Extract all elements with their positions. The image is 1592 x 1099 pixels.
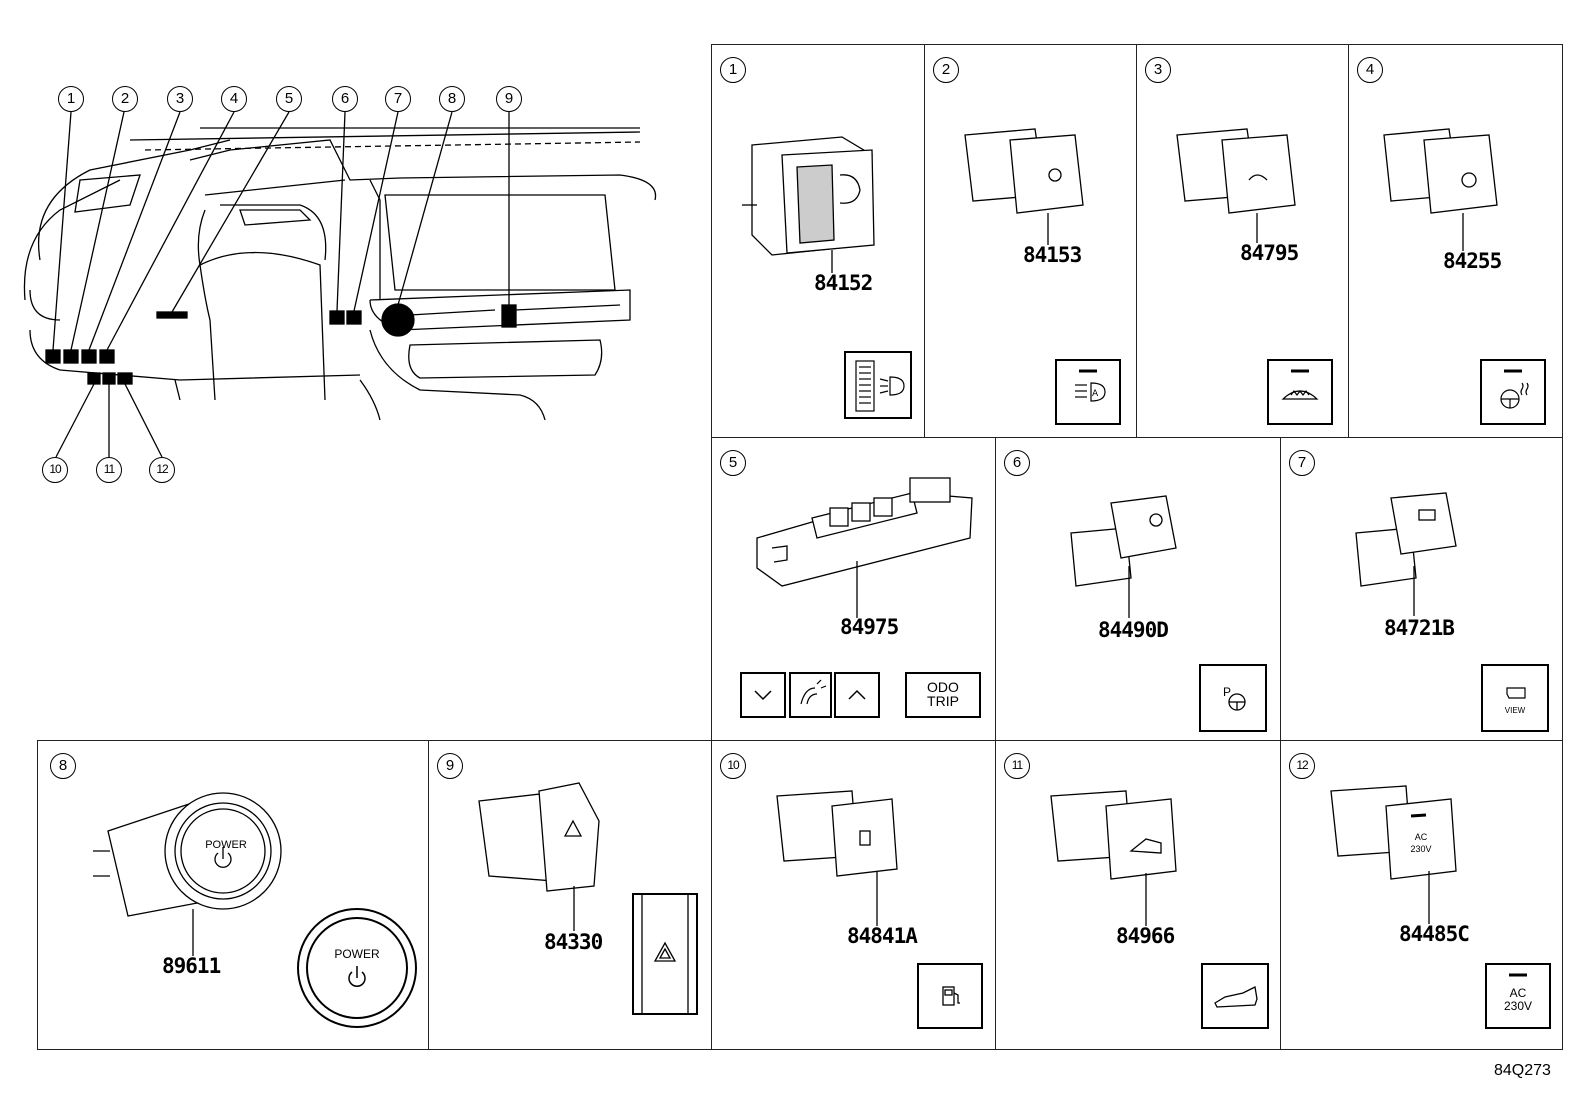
rear-hatch-switch-drawing bbox=[1050, 790, 1177, 926]
part-cell-3: 3 84795 bbox=[1136, 44, 1349, 438]
meter-down-button-icon bbox=[740, 672, 786, 718]
camera-view-switch-drawing bbox=[1355, 492, 1457, 616]
part-number: 84721B bbox=[1384, 616, 1455, 640]
part-number: 84966 bbox=[1116, 924, 1175, 948]
callout-8: 8 bbox=[439, 86, 465, 112]
fuel-door-icon bbox=[917, 963, 983, 1029]
part-number: 84795 bbox=[1240, 241, 1299, 265]
rear-hatch-icon bbox=[1201, 963, 1269, 1029]
part-cell-9: 9 84330 bbox=[428, 740, 712, 1050]
auto-high-beam-icon: A bbox=[1055, 359, 1121, 425]
callout-11: 11 bbox=[96, 457, 122, 483]
odo-label: ODO bbox=[927, 679, 959, 695]
cell-number: 2 bbox=[933, 57, 959, 83]
part-cell-8: 8 POWER 89611 POWER bbox=[37, 740, 429, 1050]
svg-text:A: A bbox=[1092, 389, 1099, 399]
cell-number: 3 bbox=[1145, 57, 1171, 83]
part-cell-10: 10 84841A bbox=[711, 740, 996, 1050]
cell-number: 8 bbox=[50, 753, 76, 779]
callout-2: 2 bbox=[112, 86, 138, 112]
parking-steering-icon: P bbox=[1199, 664, 1267, 732]
part-number: 84975 bbox=[840, 615, 899, 639]
icon-label: P bbox=[1222, 685, 1231, 699]
part-number: 84485C bbox=[1399, 922, 1470, 946]
meter-up-button-icon bbox=[834, 672, 880, 718]
part-number: 84330 bbox=[544, 930, 603, 954]
icon-label: VIEW bbox=[1504, 706, 1526, 715]
odo-trip-button: ODO TRIP bbox=[905, 672, 981, 718]
callout-10: 10 bbox=[42, 457, 68, 483]
hazard-icon bbox=[632, 893, 698, 1015]
ac-outlet-switch-drawing bbox=[1330, 785, 1457, 924]
part-cell-6: 6 84490D P bbox=[995, 437, 1281, 741]
ac-label-on-part: AC bbox=[1414, 832, 1428, 842]
diagram-code: 84Q273 bbox=[1494, 1062, 1551, 1079]
heated-steering-icon bbox=[1480, 359, 1546, 425]
meter-illumination-icon bbox=[789, 672, 832, 718]
part-cell-12: 12 AC 230V 84485C AC 230V bbox=[1280, 740, 1563, 1050]
fuel-door-switch-drawing bbox=[776, 790, 898, 926]
part-number: 84255 bbox=[1443, 249, 1502, 273]
power-label-on-part: POWER bbox=[205, 839, 247, 851]
callout-4: 4 bbox=[221, 86, 247, 112]
part-number: 84153 bbox=[1023, 243, 1082, 267]
callout-1: 1 bbox=[58, 86, 84, 112]
auto-high-beam-switch-drawing bbox=[964, 128, 1084, 245]
callout-6: 6 bbox=[332, 86, 358, 112]
cell-number: 6 bbox=[1004, 450, 1030, 476]
windshield-deicer-icon bbox=[1267, 359, 1333, 425]
cell-number: 12 bbox=[1289, 753, 1315, 779]
dashboard-overview: 1 2 3 4 5 6 7 8 9 10 11 12 bbox=[0, 0, 700, 500]
meter-control-switch-drawing bbox=[756, 477, 973, 618]
part-number: 84490D bbox=[1098, 618, 1169, 642]
callout-5: 5 bbox=[276, 86, 302, 112]
callout-7: 7 bbox=[385, 86, 411, 112]
callout-3: 3 bbox=[167, 86, 193, 112]
cell-number: 7 bbox=[1289, 450, 1315, 476]
callout-9: 9 bbox=[496, 86, 522, 112]
icon-label-230v: 230V bbox=[1503, 999, 1533, 1013]
cell-number: 11 bbox=[1004, 753, 1030, 779]
part-cell-2: 2 84153 A bbox=[924, 44, 1137, 438]
callout-12: 12 bbox=[149, 457, 175, 483]
power-button-icon: POWER bbox=[297, 908, 417, 1028]
part-number: 84841A bbox=[847, 924, 918, 948]
windshield-deicer-switch-drawing bbox=[1176, 128, 1296, 243]
cell-number: 10 bbox=[720, 753, 746, 779]
part-number: 89611 bbox=[162, 954, 221, 978]
power-switch-drawing bbox=[93, 792, 282, 956]
part-cell-5: 5 84975 ODO TRIP bbox=[711, 437, 996, 741]
part-cell-11: 11 84966 bbox=[995, 740, 1281, 1050]
cell-number: 9 bbox=[437, 753, 463, 779]
part-number: 84152 bbox=[814, 271, 873, 295]
parking-steering-switch-drawing bbox=[1070, 495, 1177, 618]
dashboard-drawing bbox=[23, 111, 657, 458]
part-cell-7: 7 84721B VIEW bbox=[1280, 437, 1563, 741]
cell-number: 4 bbox=[1357, 57, 1383, 83]
part-cell-4: 4 84255 bbox=[1348, 44, 1563, 438]
power-label: POWER bbox=[334, 947, 380, 961]
cell-number: 5 bbox=[720, 450, 746, 476]
cell-number: 1 bbox=[720, 57, 746, 83]
230v-label-on-part: 230V bbox=[1410, 844, 1432, 854]
headlamp-level-switch-drawing bbox=[742, 136, 875, 273]
ac-outlet-icon: AC 230V bbox=[1485, 963, 1551, 1029]
camera-view-icon: VIEW bbox=[1481, 664, 1549, 732]
hazard-switch-drawing bbox=[478, 782, 600, 931]
icon-label-ac: AC bbox=[1509, 986, 1527, 1000]
heated-steering-switch-drawing bbox=[1383, 128, 1498, 251]
headlamp-level-icon bbox=[844, 351, 912, 419]
trip-label: TRIP bbox=[927, 693, 959, 709]
part-cell-1: 1 84152 bbox=[711, 44, 925, 438]
